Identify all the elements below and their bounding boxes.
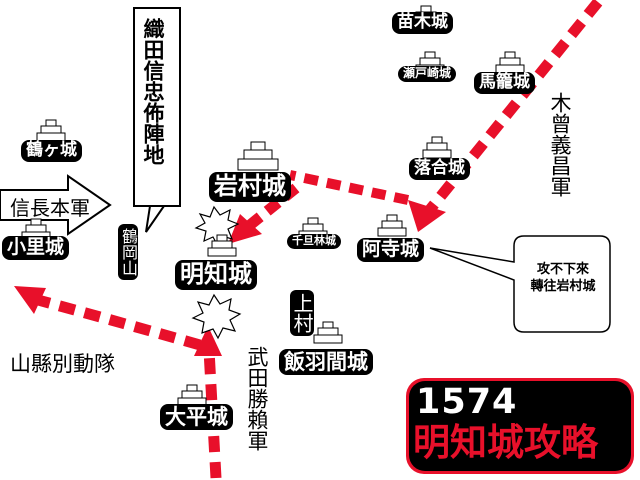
explosion-icon bbox=[191, 293, 242, 340]
castle-akechi: 明知城 bbox=[175, 260, 257, 290]
castle-adera: 阿寺城 bbox=[357, 238, 425, 262]
castle-icon bbox=[495, 51, 525, 74]
castle-icon bbox=[377, 214, 407, 237]
tsuruoka-label: 鶴岡山 bbox=[118, 224, 138, 280]
iwamura-arrowhead bbox=[228, 214, 262, 244]
castle-ochiai: 落合城 bbox=[409, 158, 470, 180]
castle-iibama: 飯羽間城 bbox=[279, 349, 373, 376]
nobunaga-army-label: 信長本軍 bbox=[10, 196, 90, 220]
nobutada-callout-pointer bbox=[145, 205, 166, 233]
title-year: 1574 bbox=[416, 382, 518, 422]
castle-icon bbox=[177, 384, 207, 407]
speech-line-1: 攻不下來 bbox=[536, 262, 589, 277]
adera-to-iwamura-arrow bbox=[288, 170, 410, 205]
kiso-arrowhead bbox=[408, 200, 446, 232]
castle-senkorin: 千旦林城 bbox=[287, 234, 341, 249]
nobunaga-arrow bbox=[0, 174, 112, 236]
kamimura-label: 上村 bbox=[290, 290, 314, 336]
yamagata-attack-arrow bbox=[14, 286, 202, 351]
castle-magome: 馬籠城 bbox=[474, 72, 535, 94]
speech-bubble-text: 攻不下來 轉往岩村城 bbox=[515, 262, 611, 296]
speech-bubble bbox=[429, 235, 611, 333]
castle-tsurugajo: 鶴ヶ城 bbox=[21, 140, 82, 162]
nobutada-callout bbox=[133, 7, 181, 207]
castle-ohira: 大平城 bbox=[160, 404, 233, 431]
castle-icon bbox=[36, 119, 66, 142]
takeda-army-label: 武田勝賴軍 bbox=[245, 346, 269, 451]
castle-iwamura: 岩村城 bbox=[209, 172, 291, 202]
kiso-attack-arrow bbox=[408, 0, 603, 232]
castle-setosaki: 瀬戸崎城 bbox=[398, 66, 457, 82]
speech-line-2: 轉往岩村城 bbox=[530, 278, 596, 294]
castle-icon bbox=[237, 141, 279, 171]
title-main: 明知城攻略 bbox=[413, 421, 598, 464]
castle-icon bbox=[313, 321, 343, 344]
nobutada-callout-text: 織田信忠佈陣地 bbox=[141, 18, 165, 165]
castle-naegi: 苗木城 bbox=[392, 12, 453, 34]
kiso-army-label: 木曾義昌軍 bbox=[548, 92, 572, 197]
yamagata-detachment-label: 山縣別動隊 bbox=[10, 352, 115, 376]
yamagata-arrowhead bbox=[14, 286, 46, 314]
takeda-arrowhead bbox=[194, 326, 222, 356]
castle-icon bbox=[422, 136, 452, 159]
castle-oshiro: 小里城 bbox=[2, 236, 70, 260]
